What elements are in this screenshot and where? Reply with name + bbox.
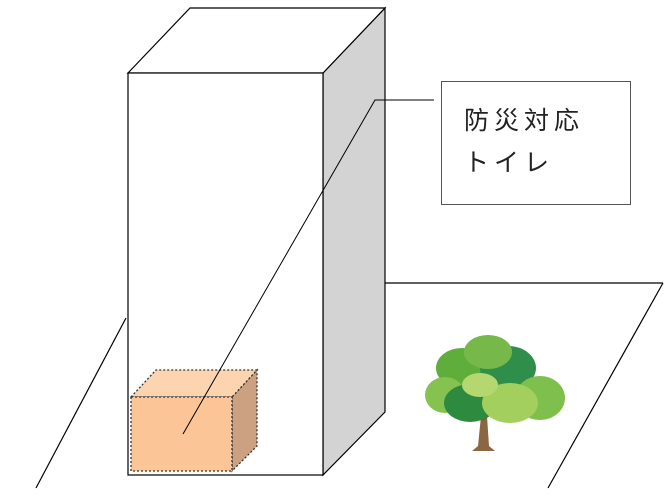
- callout-line-2: トイレ: [464, 148, 555, 177]
- tree-foliage-mid-right: [482, 383, 538, 423]
- ground-left-edge: [35, 317, 127, 489]
- toilet-box-front: [130, 396, 233, 472]
- callout-box: 防災対応 トイレ: [441, 81, 631, 205]
- callout-leader-line: [182, 99, 434, 435]
- ground-plane: [35, 282, 664, 489]
- ground-right-edge: [547, 282, 664, 489]
- tree-highlight: [462, 373, 498, 397]
- tree-foliage-top: [464, 335, 512, 369]
- building-side-face: [322, 6, 386, 477]
- tree-trunk: [472, 416, 495, 451]
- callout-line-1: 防災対応: [464, 106, 585, 135]
- toilet-box: [129, 368, 259, 473]
- tree-icon: [425, 335, 565, 451]
